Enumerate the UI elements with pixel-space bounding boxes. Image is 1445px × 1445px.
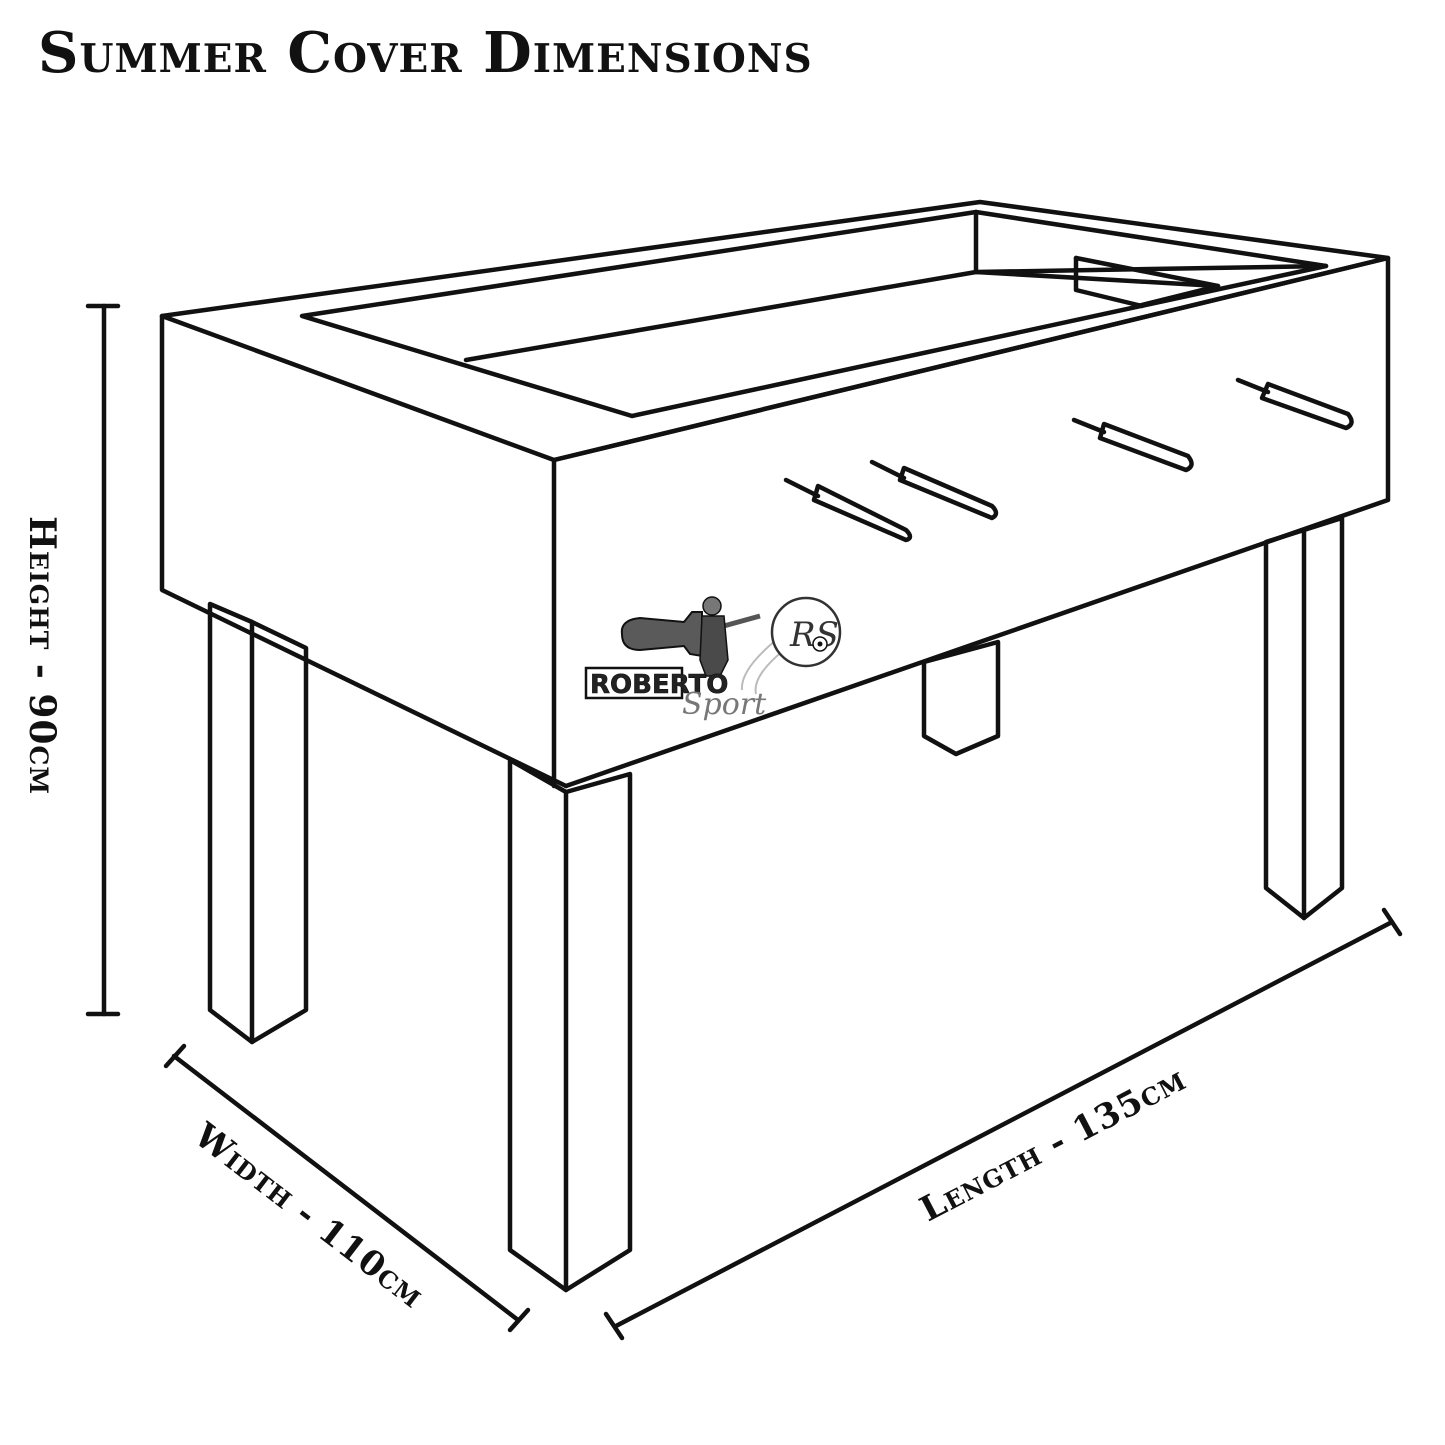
length-label: Length - 135cm [914,1059,1193,1230]
leg-middle [921,639,1001,757]
height-label: Height - 90cm [21,516,63,795]
brand-script: Sport [682,687,767,722]
height-dimension-line [85,303,121,1017]
brand-monogram: RS [789,615,839,655]
goal-opening [1073,255,1145,309]
width-label: Width - 110cm [186,1115,432,1317]
leg-front-left [507,757,633,1293]
roberto-sport-logo: ROBERTO Sport RS [584,596,842,722]
goal-top [1073,255,1221,289]
leg-left-back [207,601,309,1045]
rod-handle-2 [869,459,999,521]
rod-handle-4 [1235,377,1354,431]
table-front-face [551,255,1391,789]
foosball-table-drawing [159,199,1391,1293]
player-figure-icon [620,596,785,695]
table-inner-rim [299,209,1329,419]
brand-name: ROBERTO [590,670,728,700]
rod-handle-1 [783,477,913,543]
width-dimension-line [163,1043,531,1333]
soccer-ball-icon [812,636,828,652]
page-title: Summer Cover Dimensions [38,20,813,86]
rod-handle-3 [1071,417,1194,473]
length-dimension-line [603,907,1403,1341]
table-side-face [159,313,569,789]
